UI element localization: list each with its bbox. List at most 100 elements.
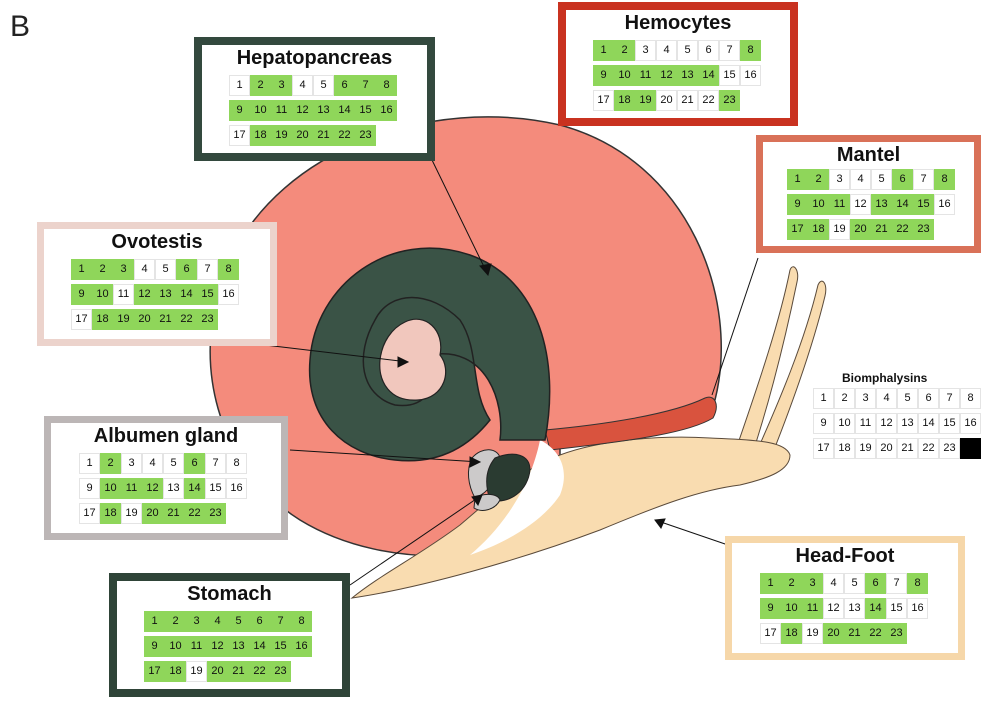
- gene-cell-20: 20: [876, 438, 897, 459]
- gene-cell-16: 16: [934, 194, 955, 215]
- gene-cell-21: 21: [155, 309, 176, 330]
- gene-cell-4: 4: [134, 259, 155, 280]
- tentacle-back: [735, 267, 798, 455]
- gene-cell-22: 22: [249, 661, 270, 682]
- gene-cell-1: 1: [787, 169, 808, 190]
- gene-cell-23: 23: [913, 219, 934, 240]
- gene-cell-6: 6: [918, 388, 939, 409]
- gene-cell-11: 11: [186, 636, 207, 657]
- gene-cell-8: 8: [740, 40, 761, 61]
- gene-cell-19: 19: [635, 90, 656, 111]
- gene-cell-10: 10: [92, 284, 113, 305]
- gene-cell-6: 6: [184, 453, 205, 474]
- gene-cell-1: 1: [813, 388, 834, 409]
- gene-cell-11: 11: [829, 194, 850, 215]
- gene-cell-11: 11: [635, 65, 656, 86]
- gene-cell-2: 2: [781, 573, 802, 594]
- gene-cell-2: 2: [250, 75, 271, 96]
- gene-cell-6: 6: [334, 75, 355, 96]
- gene-cell-5: 5: [163, 453, 184, 474]
- gene-cell-22: 22: [698, 90, 719, 111]
- gene-cell-12: 12: [656, 65, 677, 86]
- gene-cell-18: 18: [165, 661, 186, 682]
- gene-cell-20: 20: [292, 125, 313, 146]
- gene-cell-8: 8: [218, 259, 239, 280]
- gene-cell-5: 5: [844, 573, 865, 594]
- gene-cell-11: 11: [802, 598, 823, 619]
- gene-cell-17: 17: [760, 623, 781, 644]
- gene-cell-2: 2: [100, 453, 121, 474]
- gene-cell-22: 22: [184, 503, 205, 524]
- gene-cell-16: 16: [907, 598, 928, 619]
- head-foot-title: Head-Foot: [732, 545, 958, 567]
- hemocytes-box: Hemocytes 123456789101112131415161718192…: [558, 2, 798, 126]
- gene-cell-21: 21: [844, 623, 865, 644]
- gene-cell-18: 18: [100, 503, 121, 524]
- gene-cell-20: 20: [134, 309, 155, 330]
- gene-cell-21: 21: [871, 219, 892, 240]
- gene-cell-7: 7: [939, 388, 960, 409]
- gene-cell-23: 23: [939, 438, 960, 459]
- gene-cell-18: 18: [250, 125, 271, 146]
- gene-cell-8: 8: [291, 611, 312, 632]
- gene-cell-18: 18: [781, 623, 802, 644]
- gene-cell-16: 16: [291, 636, 312, 657]
- gene-cell-21: 21: [163, 503, 184, 524]
- stomach-title: Stomach: [117, 583, 342, 605]
- gene-cell-3: 3: [829, 169, 850, 190]
- gene-cell-6: 6: [892, 169, 913, 190]
- gene-cell-13: 13: [677, 65, 698, 86]
- legend-title: Biomphalysins: [842, 371, 927, 385]
- albumen-gland-box: Albumen gland 12345678910111213141516171…: [44, 416, 288, 540]
- gene-cell-14: 14: [918, 413, 939, 434]
- hemocytes-title: Hemocytes: [566, 12, 790, 34]
- gene-cell-2: 2: [834, 388, 855, 409]
- legend-black-cell: [960, 438, 981, 459]
- gene-cell-3: 3: [113, 259, 134, 280]
- gene-cell-9: 9: [593, 65, 614, 86]
- gene-cell-10: 10: [100, 478, 121, 499]
- gene-cell-7: 7: [355, 75, 376, 96]
- gene-cell-1: 1: [760, 573, 781, 594]
- gene-cell-13: 13: [155, 284, 176, 305]
- mantel-title: Mantel: [763, 144, 974, 166]
- gene-cell-17: 17: [813, 438, 834, 459]
- gene-cell-12: 12: [207, 636, 228, 657]
- gene-cell-1: 1: [144, 611, 165, 632]
- gene-cell-12: 12: [142, 478, 163, 499]
- gene-cell-13: 13: [163, 478, 184, 499]
- gene-cell-16: 16: [226, 478, 247, 499]
- gene-cell-10: 10: [781, 598, 802, 619]
- gene-cell-13: 13: [897, 413, 918, 434]
- gene-cell-14: 14: [865, 598, 886, 619]
- gene-cell-22: 22: [918, 438, 939, 459]
- gene-cell-8: 8: [907, 573, 928, 594]
- gene-cell-2: 2: [92, 259, 113, 280]
- gene-cell-23: 23: [355, 125, 376, 146]
- gene-cell-10: 10: [614, 65, 635, 86]
- gene-cell-5: 5: [313, 75, 334, 96]
- gene-cell-7: 7: [270, 611, 291, 632]
- gene-cell-9: 9: [71, 284, 92, 305]
- gene-cell-23: 23: [886, 623, 907, 644]
- hepatopancreas-title: Hepatopancreas: [202, 47, 427, 69]
- arrow-head-foot: [655, 520, 728, 545]
- gene-cell-19: 19: [121, 503, 142, 524]
- gene-cell-16: 16: [218, 284, 239, 305]
- gene-cell-3: 3: [186, 611, 207, 632]
- gene-cell-19: 19: [113, 309, 134, 330]
- gene-cell-3: 3: [855, 388, 876, 409]
- gene-cell-7: 7: [913, 169, 934, 190]
- gene-cell-9: 9: [787, 194, 808, 215]
- albumen-gland-title: Albumen gland: [51, 425, 281, 447]
- gene-cell-15: 15: [270, 636, 291, 657]
- gene-cell-19: 19: [802, 623, 823, 644]
- gene-cell-1: 1: [593, 40, 614, 61]
- gene-cell-3: 3: [121, 453, 142, 474]
- ovotestis-box: Ovotestis 123456789101112131415161718192…: [37, 222, 277, 346]
- gene-cell-8: 8: [960, 388, 981, 409]
- gene-cell-19: 19: [186, 661, 207, 682]
- gene-cell-5: 5: [228, 611, 249, 632]
- gene-cell-1: 1: [229, 75, 250, 96]
